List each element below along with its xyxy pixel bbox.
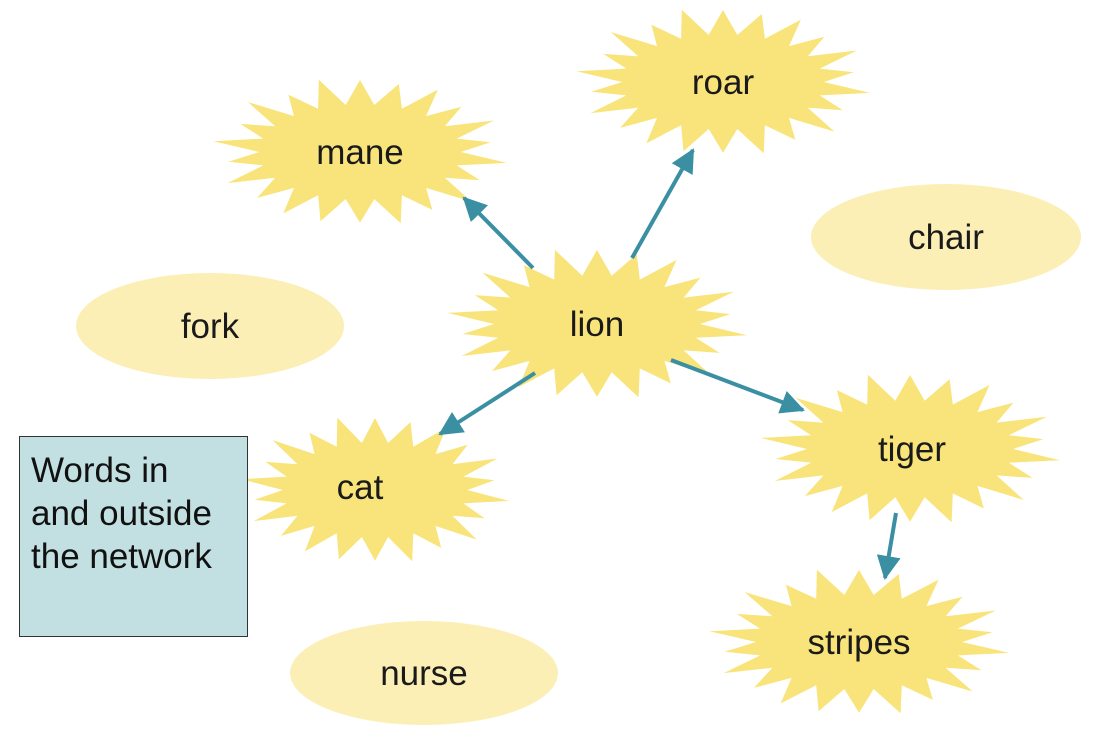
arrow-lion-to-cat bbox=[438, 371, 537, 436]
burst-shape bbox=[241, 417, 510, 562]
legend-line: and outside bbox=[31, 494, 212, 533]
node-roar: roar bbox=[576, 9, 870, 154]
outside-word-label: fork bbox=[181, 307, 240, 346]
legend-box: Words in and outside the network bbox=[19, 436, 248, 637]
outside-oval bbox=[76, 273, 344, 379]
outside-word-nurse: nurse bbox=[290, 621, 558, 725]
node-label: mane bbox=[316, 133, 404, 172]
node-label: roar bbox=[692, 63, 755, 102]
outside-word-chair: chair bbox=[811, 184, 1081, 290]
arrow-tiger-to-stripes bbox=[876, 512, 901, 580]
legend-line: the network bbox=[31, 537, 212, 576]
legend-line: Words in bbox=[31, 451, 169, 490]
burst-shape bbox=[760, 374, 1060, 523]
node-label: cat bbox=[337, 468, 384, 507]
outside-oval bbox=[811, 184, 1081, 290]
arrow-lion-to-tiger bbox=[670, 358, 805, 414]
node-lion: lion bbox=[447, 249, 747, 398]
outside-word-fork: fork bbox=[76, 273, 344, 379]
node-cat: cat bbox=[241, 417, 510, 562]
outside-word-label: chair bbox=[908, 218, 984, 257]
node-tiger: tiger bbox=[760, 374, 1060, 523]
node-mane: mane bbox=[213, 79, 507, 224]
burst-shape bbox=[709, 569, 1009, 714]
burst-shape bbox=[213, 79, 507, 224]
node-stripes: stripes bbox=[709, 569, 1009, 714]
arrow-lion-to-roar bbox=[630, 148, 695, 259]
outside-oval bbox=[290, 621, 558, 725]
node-label: lion bbox=[570, 305, 624, 344]
arrow-lion-to-mane bbox=[462, 196, 535, 270]
node-label: stripes bbox=[807, 623, 910, 662]
burst-shape bbox=[576, 9, 870, 154]
node-label: tiger bbox=[878, 430, 946, 469]
outside-word-label: nurse bbox=[380, 654, 468, 693]
